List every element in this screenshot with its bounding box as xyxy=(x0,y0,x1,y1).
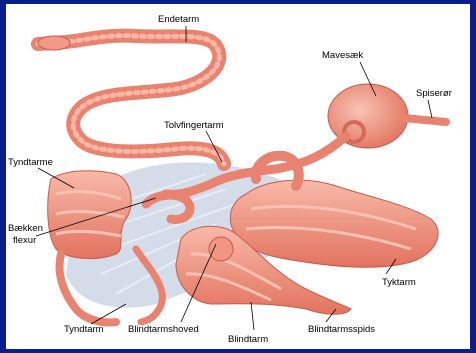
label-blindtarmsspids: Blindtarmsspids xyxy=(308,324,375,335)
diagram-panel: Endetarm Mavesæk Spiserør Tolvfingertarm… xyxy=(6,4,470,349)
label-flexur: flexur xyxy=(13,235,36,246)
label-tyndtarm: Tyndtarm xyxy=(64,324,104,335)
label-tolvfingertarm: Tolvfingertarm xyxy=(164,120,224,131)
esophagus xyxy=(404,118,446,122)
label-mavesaek: Mavesæk xyxy=(322,50,363,61)
label-tyktarm: Tyktarm xyxy=(382,277,416,288)
label-baekken: Bækken xyxy=(8,223,43,234)
label-blindtarm: Blindtarm xyxy=(228,334,268,345)
label-tyndtarme: Tyndtarme xyxy=(8,157,53,168)
label-spiseroer: Spiserør xyxy=(416,88,452,99)
endetarm xyxy=(38,36,224,164)
label-endetarm: Endetarm xyxy=(158,14,199,25)
digestive-tract-illustration xyxy=(6,4,470,349)
label-blindtarmshoved: Blindtarmshoved xyxy=(128,324,199,335)
